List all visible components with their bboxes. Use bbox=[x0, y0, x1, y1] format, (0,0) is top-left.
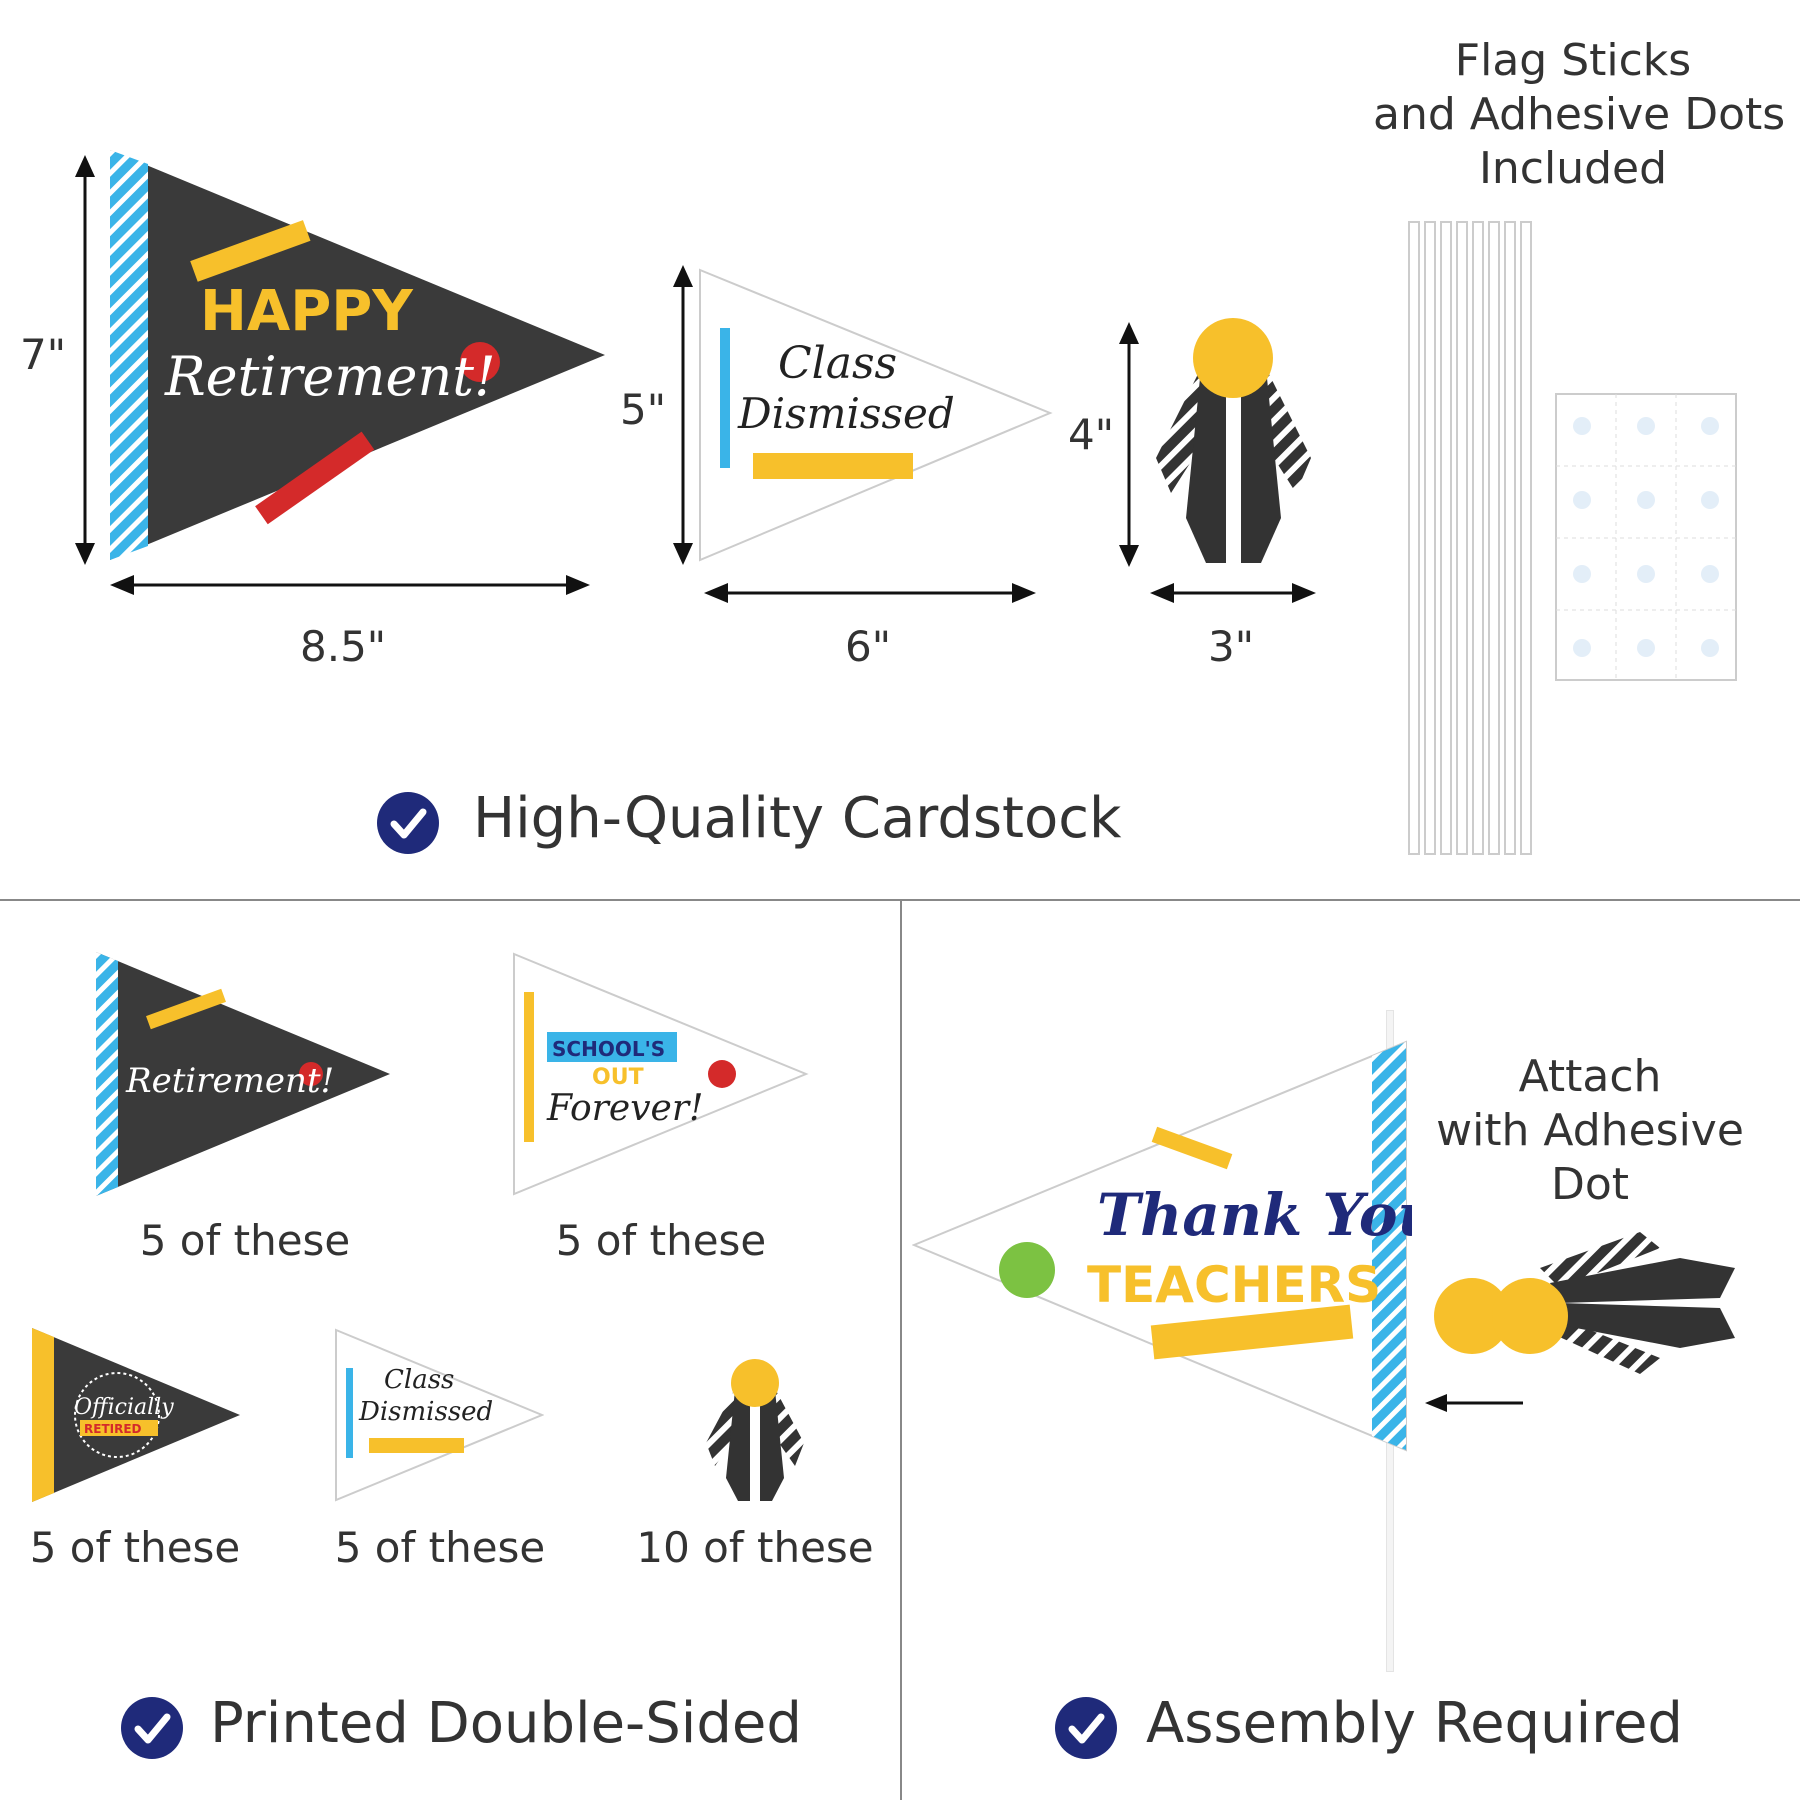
pennant-text: Retirement! bbox=[125, 1061, 334, 1101]
feature-double-sided: Printed Double-Sided bbox=[210, 1691, 802, 1756]
count-label: 5 of these bbox=[334, 1523, 546, 1572]
pennant-text: Forever! bbox=[546, 1088, 704, 1129]
large-pennant: HAPPY Retirement! bbox=[110, 150, 605, 560]
pennant-text: HAPPY bbox=[200, 279, 414, 344]
count-label: 10 of these bbox=[636, 1523, 874, 1572]
attach-label: Attach with Adhesive Dot bbox=[1425, 1050, 1755, 1212]
check-icon bbox=[377, 792, 439, 854]
attach-line: Attach bbox=[1518, 1051, 1662, 1102]
height-arrow bbox=[673, 265, 693, 565]
width-label: 8.5" bbox=[300, 622, 387, 671]
pennant-text: TEACHERS bbox=[1087, 1256, 1381, 1314]
feature-assembly: Assembly Required bbox=[1146, 1691, 1683, 1756]
feature-cardstock: High-Quality Cardstock bbox=[473, 786, 1122, 851]
included-line: Included bbox=[1478, 143, 1668, 194]
pennant-text: Dismissed bbox=[737, 389, 955, 438]
pennant-text: Class bbox=[778, 338, 897, 389]
retirement-pennant: Retirement! bbox=[96, 952, 390, 1196]
attach-line: Dot bbox=[1550, 1159, 1630, 1210]
officially-retired-pennant: Officially RETIRED bbox=[32, 1328, 240, 1502]
width-arrow bbox=[704, 583, 1036, 603]
pennant-text: Thank You bbox=[1097, 1181, 1412, 1249]
width-label: 3" bbox=[1208, 622, 1255, 671]
schools-out-pennant: SCHOOL'S OUT Forever! bbox=[513, 952, 809, 1196]
pennant-text: Officially bbox=[74, 1395, 174, 1420]
height-label: 7" bbox=[20, 330, 67, 379]
vertical-divider bbox=[900, 900, 902, 1800]
pennant-text: OUT bbox=[592, 1065, 644, 1090]
attach-arrow-icon bbox=[1425, 1394, 1523, 1412]
medium-pennant: Class Dismissed bbox=[699, 268, 1053, 562]
height-label: 4" bbox=[1068, 410, 1115, 459]
count-label: 5 of these bbox=[555, 1216, 767, 1265]
width-arrow bbox=[110, 575, 590, 595]
check-icon bbox=[1055, 1697, 1117, 1759]
thank-you-teachers-pennant: Thank You TEACHERS bbox=[912, 1040, 1412, 1452]
tassel-image bbox=[1156, 318, 1311, 563]
class-dismissed-pennant: Class Dismissed bbox=[335, 1328, 544, 1502]
pennant-text: SCHOOL'S bbox=[552, 1037, 665, 1061]
included-line: Flag Sticks bbox=[1454, 35, 1692, 86]
pennant-text: Dismissed bbox=[358, 1397, 493, 1427]
tassel-attach-image bbox=[1434, 1232, 1735, 1374]
height-arrow bbox=[75, 155, 95, 565]
check-icon bbox=[121, 1697, 183, 1759]
attach-line: with Adhesive bbox=[1436, 1105, 1744, 1156]
height-arrow bbox=[1119, 322, 1139, 567]
count-label: 5 of these bbox=[139, 1216, 351, 1265]
included-line: and Adhesive Dots bbox=[1373, 89, 1786, 140]
width-label: 6" bbox=[845, 622, 892, 671]
included-label: Flag Sticks and Adhesive Dots Included bbox=[1373, 34, 1786, 196]
width-arrow bbox=[1150, 583, 1316, 603]
height-label: 5" bbox=[620, 385, 667, 434]
adhesive-dots-sheet bbox=[1555, 393, 1737, 681]
count-label: 5 of these bbox=[29, 1523, 241, 1572]
tassel-small-image bbox=[706, 1359, 804, 1501]
pennant-text: Retirement! bbox=[164, 345, 496, 408]
pennant-text: Class bbox=[384, 1365, 454, 1395]
pennant-text: RETIRED bbox=[84, 1422, 142, 1436]
flag-sticks-image bbox=[1408, 221, 1532, 855]
